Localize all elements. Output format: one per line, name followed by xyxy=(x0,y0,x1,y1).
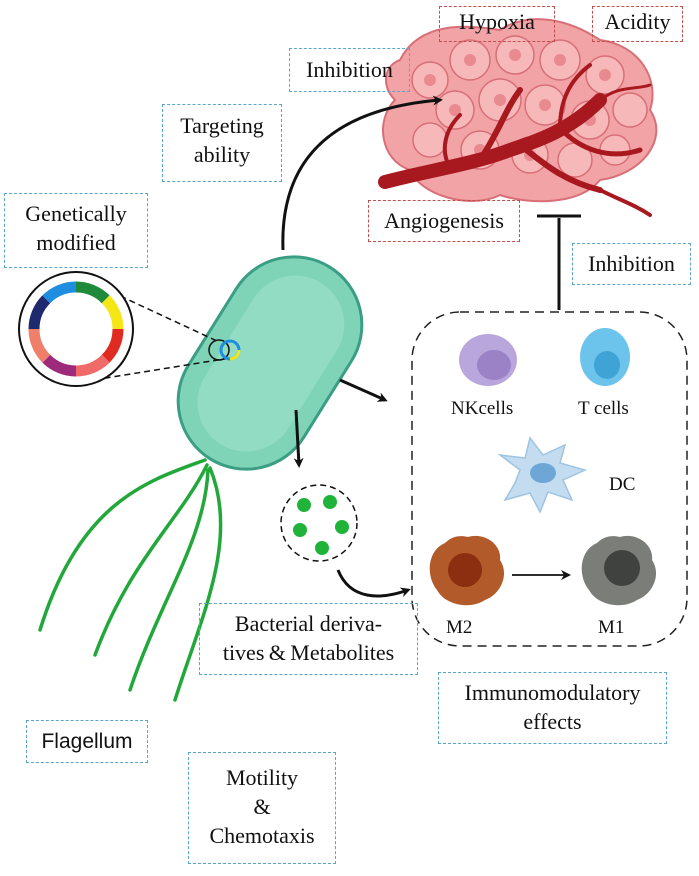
plasmid-segment xyxy=(101,295,124,330)
t-cells-label: T cells xyxy=(578,398,629,419)
zoom-lines xyxy=(74,274,231,384)
plasmid-segment xyxy=(28,328,51,363)
inhibition-right-text: Inhibition xyxy=(588,251,675,276)
inhibition-t-bar xyxy=(537,214,581,310)
m2-macrophage xyxy=(429,535,505,606)
immunomodulatory-label: Immunomodulatory effects xyxy=(438,672,667,744)
dc-label: DC xyxy=(609,474,636,495)
arrow-to-immune xyxy=(339,378,388,402)
plasmid-segment xyxy=(101,328,124,363)
motility-line1: Motility xyxy=(225,765,299,790)
bacterial-derivatives-label: Bacterial deriva- tives & Metabolites xyxy=(199,603,418,675)
immuno-line1: Immunomodulatory xyxy=(464,680,641,705)
inhibition-right-label: Inhibition xyxy=(572,243,691,285)
hypoxia-text: Hypoxia xyxy=(459,9,535,34)
plasmid-segment xyxy=(75,354,110,377)
hypoxia-label: Hypoxia xyxy=(439,6,555,42)
motility-chemotaxis-label: Motility & Chemotaxis xyxy=(188,752,336,864)
acidity-text: Acidity xyxy=(604,9,671,34)
angiogenesis-label: Angiogenesis xyxy=(368,200,520,242)
plasmid-segment xyxy=(28,295,51,330)
blood-vessels xyxy=(378,63,652,217)
acidity-label: Acidity xyxy=(592,6,683,42)
m1-macrophage xyxy=(581,535,657,606)
m2-label: M2 xyxy=(446,617,473,638)
flagella xyxy=(38,458,223,702)
motility-line2: & xyxy=(253,794,271,819)
bacterium xyxy=(176,255,364,471)
bacterial-line2: tives & Metabolites xyxy=(222,640,395,665)
immuno-line2: effects xyxy=(523,709,582,734)
targeting-line1: Targeting xyxy=(180,113,264,138)
inhibition-top-label: Inhibition xyxy=(289,48,410,92)
t-cell xyxy=(580,328,630,386)
small-plasmid xyxy=(208,339,241,361)
arrow-vesicle-to-immune xyxy=(336,569,411,598)
vesicle xyxy=(280,484,358,562)
angiogenesis-text: Angiogenesis xyxy=(384,208,504,233)
plasmid-ring xyxy=(18,271,134,387)
targeting-ability-label: Targeting ability xyxy=(162,104,282,182)
arrow-to-vesicle xyxy=(293,409,304,468)
flagellum-text: Flagellum xyxy=(41,730,133,753)
flagellum-label: Flagellum xyxy=(26,720,148,763)
nk-cells-label: NKcells xyxy=(451,398,514,419)
plasmid-segment xyxy=(75,281,110,304)
genetically-line1: Genetically xyxy=(25,201,127,226)
genetically-modified-label: Genetically modified xyxy=(4,193,148,268)
nk-cell xyxy=(459,334,517,386)
inhibition-top-text: Inhibition xyxy=(306,57,393,82)
targeting-line2: ability xyxy=(193,142,251,167)
plasmid-segment xyxy=(42,281,77,304)
dendritic-cell xyxy=(497,436,588,514)
bacterial-line1: Bacterial deriva- xyxy=(234,611,383,636)
arrow-to-tumor xyxy=(281,95,443,251)
m1-label: M1 xyxy=(598,617,625,638)
chemotaxis-line: Chemotaxis xyxy=(209,823,315,848)
genetically-line2: modified xyxy=(36,230,116,255)
plasmid-segment xyxy=(42,354,77,377)
